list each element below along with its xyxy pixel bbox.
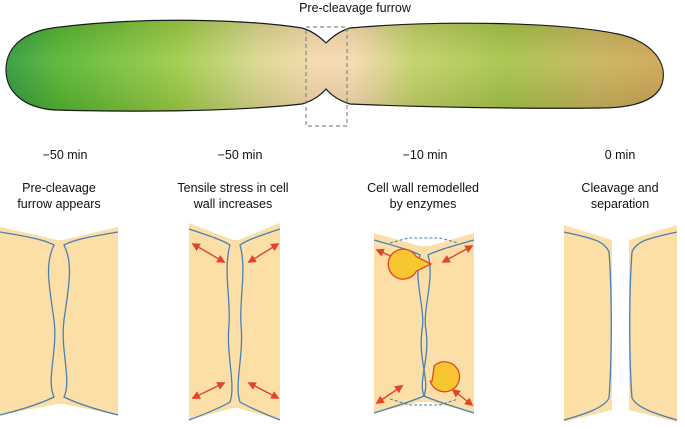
stage-3-time: −10 min	[402, 148, 448, 162]
stage-2-panel	[188, 223, 281, 421]
enzyme-icon	[429, 361, 461, 393]
stage-1-caption: Pre-cleavage furrow appears	[17, 181, 101, 211]
furrow-title: Pre-cleavage furrow	[299, 1, 411, 15]
stage-4-panel	[563, 225, 678, 422]
rod-cell	[5, 19, 664, 112]
stage-1-time: −50 min	[42, 148, 88, 162]
stage-3-caption: Cell wall remodelled by enzymes	[367, 181, 479, 211]
stage-3-panel	[373, 233, 475, 414]
stage-2-caption: Tensile stress in cell wall increases	[177, 181, 289, 211]
stage-2-time: −50 min	[217, 148, 263, 162]
stage-4-time: 0 min	[604, 148, 636, 162]
stage-1-panel	[0, 227, 119, 416]
stage-4-caption: Cleavage and separation	[581, 181, 659, 211]
enzyme-icon	[387, 248, 433, 280]
